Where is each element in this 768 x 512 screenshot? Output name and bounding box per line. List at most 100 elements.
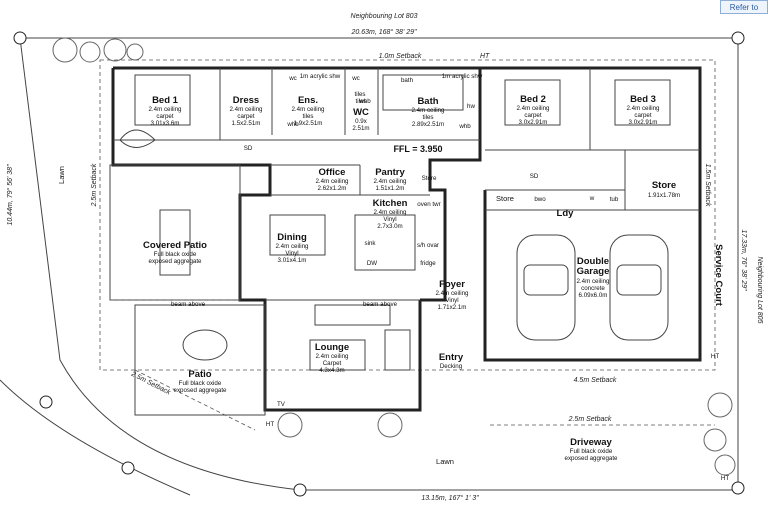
survey-peg <box>13 31 27 45</box>
svg-text:2.4m ceiling: 2.4m ceiling <box>516 105 550 112</box>
svg-text:2.4m ceiling: 2.4m ceiling <box>373 178 407 185</box>
survey-peg <box>731 481 745 495</box>
furniture <box>119 74 671 371</box>
svg-text:Ldy: Ldy <box>557 208 575 219</box>
svg-text:1.71x2.1m: 1.71x2.1m <box>438 304 467 311</box>
svg-text:Dress: Dress <box>233 95 259 106</box>
svg-text:3.01x4.1m: 3.01x4.1m <box>278 257 307 264</box>
svg-text:whb: whb <box>358 98 371 105</box>
right-neighbour-label: Neighbouring Lot 805 <box>756 257 763 324</box>
svg-text:Bath: Bath <box>417 96 438 107</box>
svg-text:2.4m ceiling: 2.4m ceiling <box>626 105 660 112</box>
room-pantry: Pantry 2.4m ceiling 1.51x1.2m <box>373 167 407 192</box>
svg-text:2.7x3.0m: 2.7x3.0m <box>377 223 402 230</box>
svg-text:2.4m ceiling: 2.4m ceiling <box>576 278 610 285</box>
room-laundry: Ldy <box>557 208 575 219</box>
setback-line <box>134 369 256 431</box>
room-bath: Bath 2.4m ceiling tiles 2.89x2.51m <box>411 96 445 128</box>
svg-text:carpet: carpet <box>634 112 651 119</box>
fixture-labels: 1m acrylic shw 1m acrylic shw bath whb w… <box>171 73 729 482</box>
svg-text:Pantry: Pantry <box>375 167 405 178</box>
svg-text:Bed 3: Bed 3 <box>630 94 656 105</box>
setback-patio-label: 2.5m Setback <box>129 370 172 396</box>
svg-text:2.4m ceiling: 2.4m ceiling <box>229 106 263 113</box>
setback-top-label: 1.0m Setback <box>379 53 422 60</box>
svg-text:Full black oxide: Full black oxide <box>179 380 222 387</box>
ht-marker: HT <box>480 53 490 60</box>
room-foyer: Foyer 2.4m ceiling Vinyl 1.71x2.1m <box>435 279 469 311</box>
svg-text:wc: wc <box>351 75 360 82</box>
right-boundary-label: 17.33m, 76° 38' 29" <box>740 229 748 291</box>
room-bed3: Bed 3 2.4m ceiling carpet 3.0x2.91m <box>626 94 660 126</box>
svg-text:2.4m ceiling: 2.4m ceiling <box>411 107 445 114</box>
svg-text:Decking: Decking <box>440 363 463 370</box>
room-service-court: Service Court <box>713 244 724 307</box>
top-boundary-label: 20.63m, 168° 38' 29" <box>351 28 418 36</box>
setback-driveway-label: 2.5m Setback <box>568 416 612 423</box>
svg-text:wc: wc <box>288 75 297 82</box>
room-dining: Dining 2.4m ceiling Vinyl 3.01x4.1m <box>275 232 309 264</box>
svg-text:whb: whb <box>286 121 299 128</box>
svg-text:2.4m ceiling: 2.4m ceiling <box>275 243 309 250</box>
room-entry: Entry Decking <box>439 352 464 370</box>
svg-text:tiles: tiles <box>355 98 366 105</box>
svg-text:whb: whb <box>458 123 471 130</box>
covered-patio-area <box>109 164 241 301</box>
svg-text:WC: WC <box>353 107 369 118</box>
boundary-curve <box>19 37 738 491</box>
svg-text:beam above: beam above <box>171 301 206 308</box>
svg-text:w: w <box>589 195 595 202</box>
svg-text:Dining: Dining <box>277 232 307 243</box>
svg-text:tub: tub <box>610 196 619 203</box>
svg-text:exposed aggregate: exposed aggregate <box>174 387 228 394</box>
svg-text:tiles: tiles <box>422 114 433 121</box>
svg-text:2.51m: 2.51m <box>352 125 369 132</box>
car-icon <box>516 234 669 341</box>
room-lounge: Lounge 2.4m ceiling Carpet 4.3x4.3m <box>315 342 349 374</box>
svg-text:Ens.: Ens. <box>298 95 318 106</box>
svg-text:carpet: carpet <box>156 113 173 120</box>
lawn-left-label: Lawn <box>57 166 66 184</box>
patio-area <box>134 304 266 416</box>
svg-text:fridge: fridge <box>420 260 436 267</box>
ffl-label: FFL = 3.950 <box>393 144 442 154</box>
svg-text:1.51x1.2m: 1.51x1.2m <box>376 185 405 192</box>
svg-text:1m acrylic shw: 1m acrylic shw <box>300 73 341 80</box>
svg-text:SD: SD <box>244 145 253 152</box>
svg-text:s/h ovar: s/h ovar <box>417 242 439 249</box>
svg-text:4.3x4.3m: 4.3x4.3m <box>319 367 344 374</box>
svg-text:2.4m ceiling: 2.4m ceiling <box>315 178 349 185</box>
svg-text:Covered Patio: Covered Patio <box>143 240 207 251</box>
room-office: Office 2.4m ceiling 2.62x1.2m <box>315 167 349 192</box>
svg-text:HT: HT <box>711 353 719 360</box>
svg-text:tiles: tiles <box>354 91 365 98</box>
svg-text:Store: Store <box>496 194 514 203</box>
room-bed2: Bed 2 2.4m ceiling carpet 3.0x2.91m <box>516 94 550 126</box>
neighbour-top-label: Neighbouring Lot 803 <box>351 13 418 20</box>
survey-peg <box>731 31 745 45</box>
svg-text:3.0x2.91m: 3.0x2.91m <box>519 119 548 126</box>
setback-right-label: 1.5m Setback <box>704 164 711 207</box>
bottom-boundary-label: 13.15m, 167° 1' 3" <box>421 494 479 502</box>
interior-walls <box>113 68 700 301</box>
house-walls <box>113 66 482 302</box>
svg-text:Store: Store <box>422 175 437 182</box>
svg-text:HT: HT <box>266 421 274 428</box>
svg-text:carpet: carpet <box>237 113 254 120</box>
lawn-bottom-label: Lawn <box>436 457 454 466</box>
svg-text:Driveway: Driveway <box>570 437 612 448</box>
svg-text:3.0x2.91m: 3.0x2.91m <box>629 119 658 126</box>
svg-text:Store: Store <box>652 180 676 191</box>
svg-text:Lounge: Lounge <box>315 342 349 353</box>
room-wc: WC tiles 0.9x 2.51m <box>352 98 369 132</box>
room-bed1: Bed 1 2.4m ceiling carpet 3.01x3.6m <box>148 95 182 127</box>
svg-text:Bed 2: Bed 2 <box>520 94 546 105</box>
room-store-large: Store 1.91x1.78m <box>648 180 680 199</box>
svg-text:3.01x3.6m: 3.01x3.6m <box>151 120 180 127</box>
svg-text:6.09x6.0m: 6.09x6.0m <box>579 292 608 299</box>
svg-text:Double: Double <box>577 256 609 267</box>
svg-text:Vinyl: Vinyl <box>285 250 298 257</box>
svg-text:bwo: bwo <box>534 196 546 203</box>
svg-text:1.91x1.78m: 1.91x1.78m <box>648 192 680 199</box>
